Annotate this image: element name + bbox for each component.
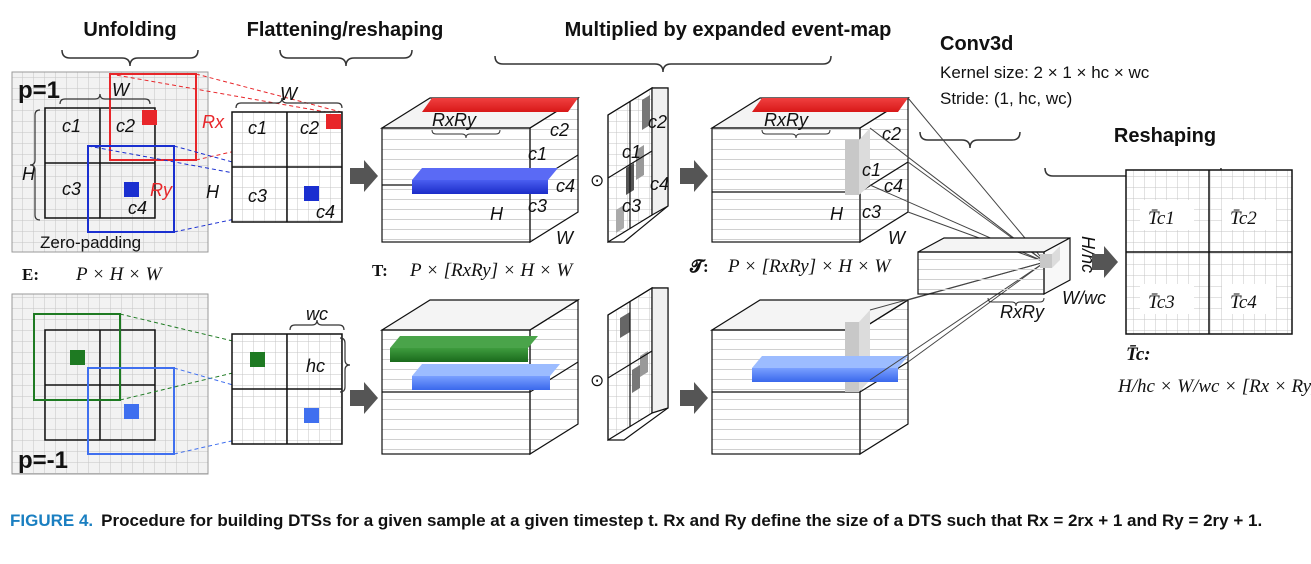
tensor-T-top: RxRy c2 c1 c4 c3 H W (379, 96, 581, 248)
event-map-positive: p=1 W H c1 c2 c3 c4 Rx Ry Zero-padding (11, 71, 225, 253)
label-RxRy-conv: RxRy (1000, 302, 1045, 322)
label-H-flat: H (206, 182, 220, 202)
label-c3-T: c3 (528, 196, 547, 216)
blue-pixel (124, 182, 139, 197)
label-Tc4: T̄c4 (1230, 292, 1257, 313)
label-c2-Tcal: c2 (882, 124, 901, 144)
blue-window (87, 145, 175, 233)
label-c1-Tcal: c1 (862, 160, 881, 180)
stage-title-reshaping: Reshaping (1114, 125, 1216, 147)
label-hc-flat: hc (306, 356, 325, 376)
label-c4-flat: c4 (316, 202, 335, 222)
flattened-grid-bottom: wc hc (231, 304, 351, 445)
label-W-flat: W (280, 84, 299, 104)
label-Tc2: T̄c2 (1230, 208, 1257, 229)
arrow-to-Tcal-bottom (680, 382, 708, 414)
label-zero-padding: Zero-padding (40, 233, 141, 252)
label-W-T: W (556, 228, 575, 248)
label-c4-map: c4 (650, 174, 669, 194)
caption-label: FIGURE 4. (10, 511, 94, 530)
label-p-neg: p=-1 (18, 447, 68, 474)
label-W-over-wc: W/wc (1062, 288, 1106, 308)
label-wc-flat: wc (306, 304, 328, 324)
label-H-left: H (22, 164, 36, 184)
label-c2-map: c2 (648, 112, 667, 132)
conv3d-output-block: RxRy W/wc H/hc (917, 236, 1106, 322)
label-Tc3: T̄c3 (1148, 292, 1175, 313)
label-W-Tcal: W (888, 228, 907, 248)
formula-E-label: E: (22, 265, 39, 284)
label-p-pos: p=1 (18, 77, 60, 104)
stage-title-unfolding: Unfolding (83, 19, 176, 41)
brace-multiplied (494, 55, 832, 73)
tensor-Tcal-top: RxRy c2 c1 c4 c3 H W (709, 96, 911, 248)
label-H-T: H (490, 204, 504, 224)
reshaped-output-grid: T̄c1 T̄c2 T̄c3 T̄c4 (1125, 169, 1293, 335)
label-RxRy-T: RxRy (432, 110, 477, 130)
label-c2-flat: c2 (300, 118, 319, 138)
arrow-to-reshaped (1092, 246, 1118, 278)
label-c1-T: c1 (528, 144, 547, 164)
light-blue-window (87, 367, 175, 455)
red-pixel (142, 110, 157, 125)
label-c1-flat: c1 (248, 118, 267, 138)
stage-title-flattening: Flattening/reshaping (247, 19, 444, 41)
label-c2-T: c2 (550, 120, 569, 140)
formula-Tbar-dims: H/hc × W/wc × [Rx × Ry] (1117, 376, 1311, 397)
arrow-to-T-top (350, 160, 378, 192)
odot-top: ⊙ (590, 171, 604, 190)
label-c2-event: c2 (116, 116, 135, 136)
green-pixel (70, 350, 85, 365)
arrow-to-Tcal-top (680, 160, 708, 192)
formula-E-dims: P × H × W (75, 264, 164, 285)
label-c1-event: c1 (62, 116, 81, 136)
label-c3-map: c3 (622, 196, 641, 216)
label-c3-Tcal: c3 (862, 202, 881, 222)
caption-text: Procedure for building DTSs for a given … (101, 511, 1263, 530)
conv3d-stride: Stride: (1, hc, wc) (940, 89, 1072, 108)
formula-Tcal-dims: P × [RxRy] × H × W (727, 256, 892, 277)
green-window (33, 313, 121, 401)
formula-T-dims: P × [RxRy] × H × W (409, 260, 574, 281)
label-RxRy-Tcal: RxRy (764, 110, 809, 130)
label-c4-event: c4 (128, 198, 147, 218)
expanded-event-map-bottom (607, 286, 669, 442)
label-H-Tcal: H (830, 204, 844, 224)
arrow-to-T-bottom (350, 382, 378, 414)
label-Rx: Rx (202, 112, 225, 132)
label-c4-T: c4 (556, 176, 575, 196)
label-c4-Tcal: c4 (884, 176, 903, 196)
brace-flattening (279, 49, 413, 67)
figure-caption: FIGURE 4. Procedure for building DTSs for… (10, 509, 1300, 533)
formula-Tbar-label: T̄c: (1126, 344, 1151, 365)
expanded-event-map-top: c2 c1 c4 c3 (607, 86, 669, 244)
dts-procedure-diagram: Unfolding Flattening/reshaping Multiplie… (11, 19, 1311, 475)
label-c3-flat: c3 (248, 186, 267, 206)
label-Ry: Ry (150, 180, 173, 200)
stage-title-conv3d: Conv3d (940, 33, 1013, 55)
conv3d-kernel-size: Kernel size: 2 × 1 × hc × wc (940, 63, 1150, 82)
stage-title-multiplied: Multiplied by expanded event-map (565, 19, 892, 41)
label-c1-map: c1 (622, 142, 641, 162)
red-window (109, 73, 197, 161)
odot-bottom: ⊙ (590, 371, 604, 390)
label-W-top: W (112, 80, 131, 100)
formula-T-label: T: (372, 261, 388, 280)
brace-conv3d (919, 131, 1021, 149)
formula-Tcal-label: 𝓣: (689, 257, 709, 276)
event-map-negative: p=-1 (11, 293, 209, 475)
flattened-grid-top: W c1 c2 c3 c4 H (206, 84, 343, 223)
light-blue-pixel (124, 404, 139, 419)
label-Tc1: T̄c1 (1148, 208, 1175, 229)
tensor-T-bottom (379, 298, 581, 456)
tensor-Tcal-bottom (709, 298, 911, 456)
label-c3-event: c3 (62, 179, 81, 199)
brace-unfolding (61, 49, 199, 67)
